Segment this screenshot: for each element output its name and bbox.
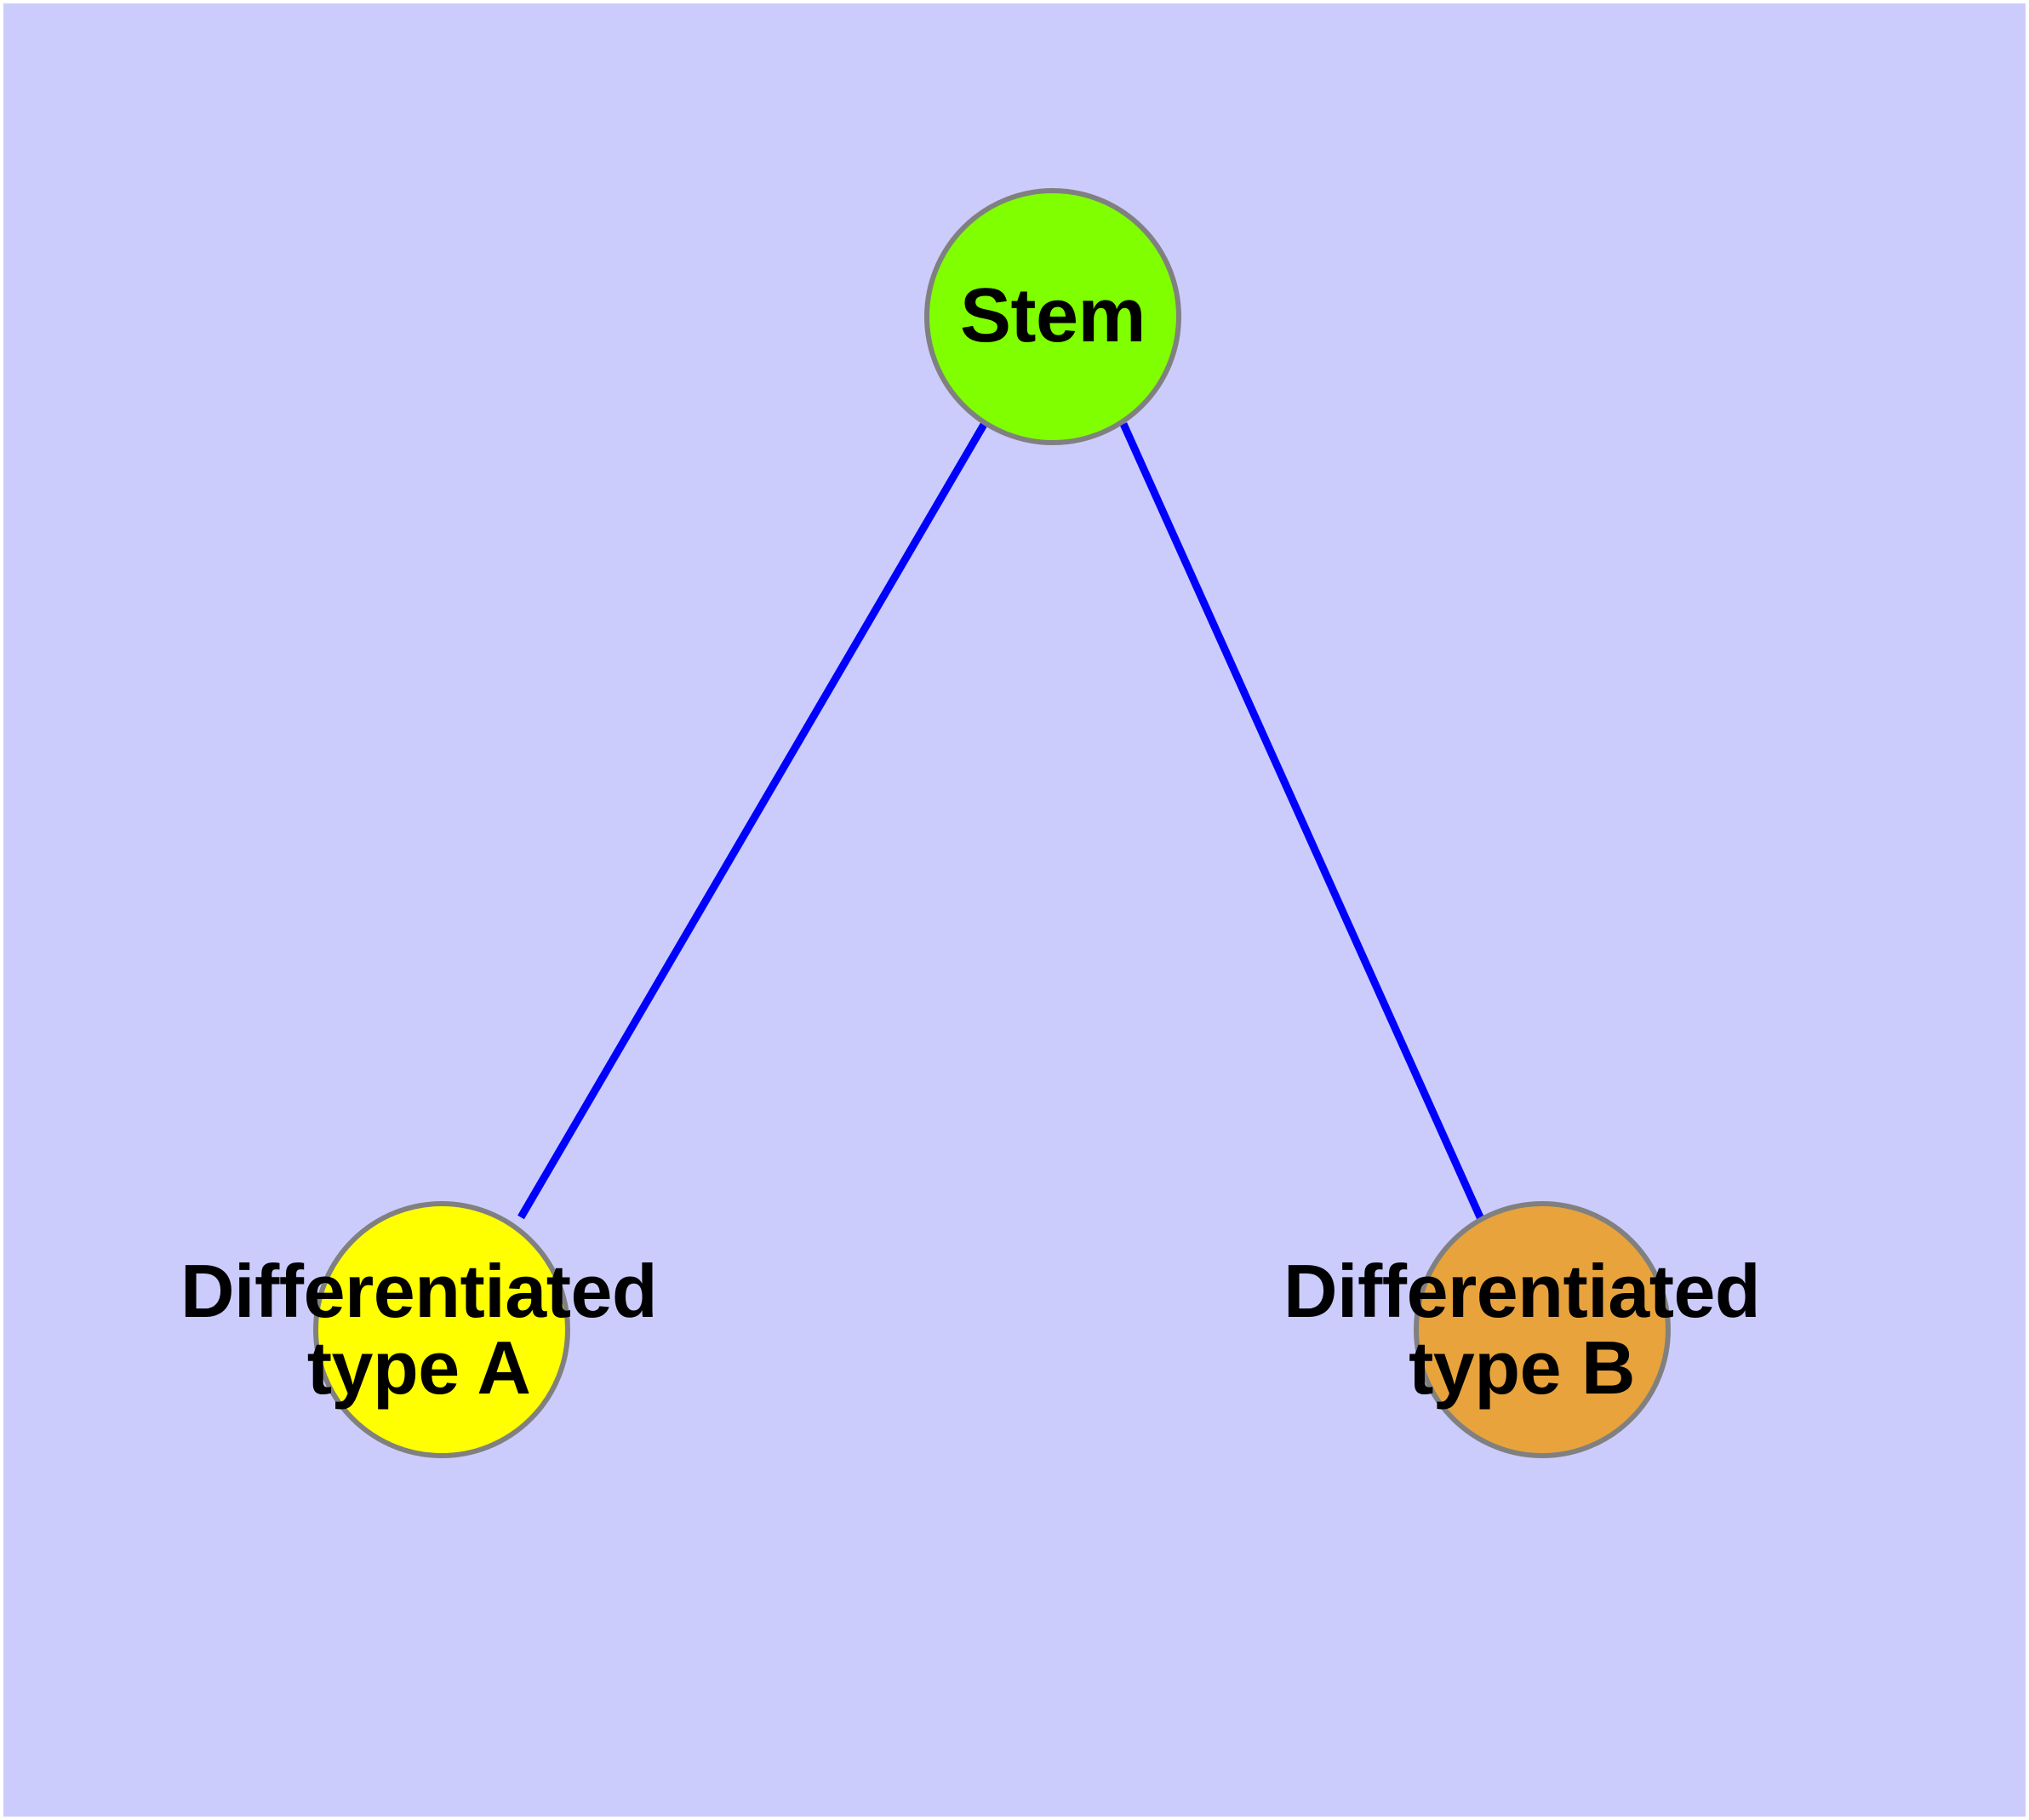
node-diff_a[interactable] — [313, 1201, 570, 1458]
edge-stem-to-a — [517, 421, 988, 1220]
edge-stem-to-b — [1119, 422, 1485, 1221]
node-diff_b[interactable] — [1414, 1201, 1671, 1458]
nodes-group — [313, 188, 1671, 1458]
node-stem[interactable] — [924, 188, 1181, 445]
edges-group — [517, 421, 1485, 1221]
